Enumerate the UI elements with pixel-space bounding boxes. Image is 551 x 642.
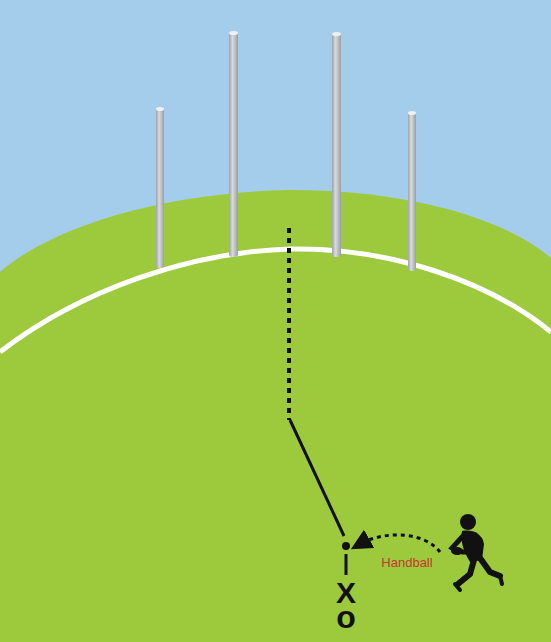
lead-line <box>345 554 348 575</box>
handball-arrow <box>360 535 440 552</box>
post-top <box>156 107 164 111</box>
goal-post <box>229 32 238 257</box>
behind-post <box>408 112 416 271</box>
goal-post <box>332 33 341 257</box>
goal-square-arc <box>0 249 551 352</box>
goal-posts <box>156 31 416 271</box>
player-marker: o <box>336 601 356 633</box>
player-silhouette <box>451 514 502 590</box>
field <box>0 190 551 642</box>
post-top <box>229 31 238 35</box>
kick-path-dotted <box>287 228 291 420</box>
action-label: Handball <box>381 556 432 569</box>
post-top <box>332 32 341 36</box>
ball-dot <box>342 542 350 550</box>
post-top <box>408 111 416 115</box>
run-path <box>290 420 344 536</box>
behind-post <box>156 108 164 268</box>
